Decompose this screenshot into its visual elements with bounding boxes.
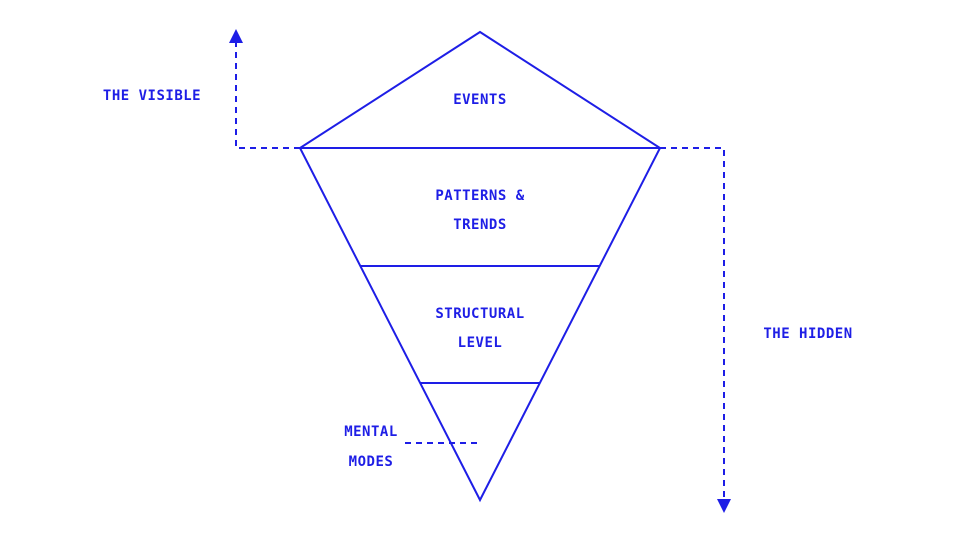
label-patterns-line2: TRENDS [453, 217, 507, 233]
hidden-triangle [298, 147, 662, 503]
label-patterns-line1: PATTERNS & [435, 188, 524, 204]
hidden-dashed-arrow [660, 147, 731, 513]
label-mental-line1: MENTAL [344, 424, 398, 440]
label-the-visible: THE VISIBLE [103, 88, 201, 104]
label-events: EVENTS [453, 92, 507, 108]
diagram-shapes [229, 29, 731, 513]
visible-dashed-arrow [229, 29, 300, 149]
label-structural-line1: STRUCTURAL [435, 306, 524, 322]
events-triangle [296, 30, 664, 149]
diagram-labels: THE VISIBLE THE HIDDEN EVENTS PATTERNS &… [103, 88, 852, 470]
label-the-hidden: THE HIDDEN [763, 326, 852, 342]
label-mental-line2: MODES [349, 454, 394, 470]
label-structural-line2: LEVEL [458, 335, 503, 351]
